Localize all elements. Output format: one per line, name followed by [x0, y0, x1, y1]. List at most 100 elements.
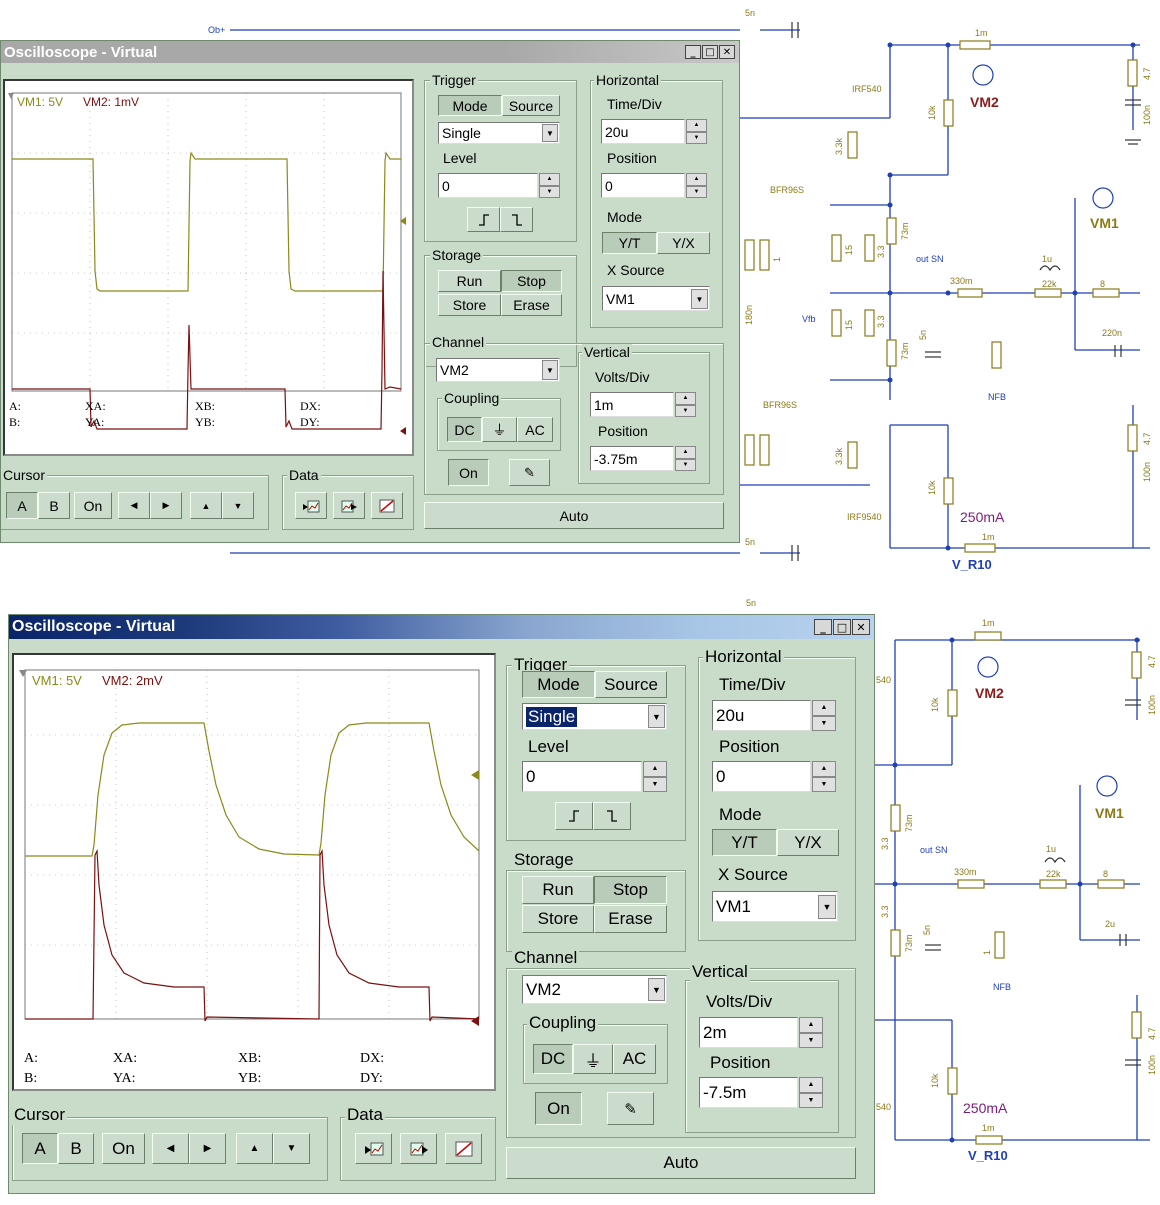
timediv-input[interactable]: 20u: [712, 700, 811, 731]
mode-yx-button[interactable]: Y/X: [777, 829, 839, 856]
trigger-level-input[interactable]: 0: [438, 173, 538, 198]
trigger-source-tab[interactable]: Source: [502, 95, 560, 116]
trigger-rising-edge-button[interactable]: [555, 802, 593, 830]
cursor-left-button[interactable]: ◀: [118, 492, 150, 519]
xsource-select[interactable]: VM1: [712, 891, 838, 922]
close-button[interactable]: ✕: [719, 45, 735, 59]
maximize-button[interactable]: □: [702, 45, 718, 59]
cursor-right-button[interactable]: ▶: [189, 1133, 226, 1164]
timediv-stepper[interactable]: ▲▼: [812, 700, 836, 731]
label-cap-top: 5n: [745, 8, 755, 18]
cursor-a-button[interactable]: A: [6, 492, 38, 519]
storage-stop-button[interactable]: Stop: [594, 876, 667, 904]
horizontal-position-stepper[interactable]: ▲▼: [812, 761, 836, 792]
coupling-ac-button[interactable]: AC: [613, 1044, 656, 1074]
trigger-mode-select[interactable]: Single: [438, 122, 560, 144]
channel-color-button[interactable]: ✎: [509, 459, 550, 486]
maximize-button[interactable]: □: [833, 619, 851, 635]
storage-store-button[interactable]: Store: [522, 905, 594, 933]
auto-button[interactable]: Auto: [506, 1147, 856, 1179]
trigger-rising-edge-button[interactable]: [467, 207, 500, 232]
coupling-dc-button[interactable]: DC: [447, 417, 482, 442]
vertical-position-stepper[interactable]: ▲▼: [799, 1077, 823, 1108]
coupling-ground-button[interactable]: ⏚: [573, 1044, 613, 1074]
storage-store-button[interactable]: Store: [438, 294, 501, 316]
label-73m-3: 73m: [904, 934, 914, 952]
trigger-mode-tab[interactable]: Mode: [438, 95, 502, 116]
channel-color-button[interactable]: ✎: [607, 1092, 654, 1125]
scope-screen[interactable]: VM1: 5V VM2: 1mV A: B: XA: YA: XB: YB: D…: [3, 79, 414, 456]
label-22k: 22k: [1042, 279, 1057, 289]
chevron-down-icon[interactable]: ▼: [691, 289, 708, 309]
channel-select[interactable]: VM2: [522, 975, 667, 1004]
chevron-down-icon[interactable]: ▼: [818, 895, 836, 919]
storage-stop-button[interactable]: Stop: [501, 270, 562, 292]
vertical-position-stepper[interactable]: ▲▼: [675, 446, 696, 471]
window-title-bar[interactable]: Oscilloscope - Virtual _ □ ✕: [1, 41, 739, 63]
storage-run-button[interactable]: Run: [438, 270, 501, 292]
cursor-b-button[interactable]: B: [58, 1133, 94, 1164]
horizontal-position-input[interactable]: 0: [712, 761, 811, 792]
label-100n-4: 100n: [1142, 462, 1152, 482]
auto-button[interactable]: Auto: [424, 502, 724, 529]
minimize-button[interactable]: _: [685, 45, 701, 59]
chevron-down-icon[interactable]: ▼: [542, 124, 558, 142]
data-import-button[interactable]: [295, 492, 327, 519]
chevron-down-icon[interactable]: ▼: [648, 705, 665, 728]
coupling-dc-button[interactable]: DC: [533, 1044, 573, 1074]
voltsdiv-input[interactable]: 1m: [590, 392, 674, 417]
trigger-falling-edge-button[interactable]: [500, 207, 533, 232]
cursor-down-button[interactable]: ▼: [273, 1133, 310, 1164]
label-10k-3: 10k: [930, 1073, 940, 1088]
trigger-level-stepper[interactable]: ▲▼: [643, 761, 667, 792]
window-title-bar[interactable]: Oscilloscope - Virtual _ □ ✕: [9, 615, 874, 639]
trigger-falling-edge-button[interactable]: [593, 802, 631, 830]
data-export-button[interactable]: [400, 1133, 437, 1164]
storage-erase-button[interactable]: Erase: [501, 294, 562, 316]
timediv-stepper[interactable]: ▲▼: [686, 119, 707, 144]
cursor-a-button[interactable]: A: [22, 1133, 58, 1164]
coupling-ground-button[interactable]: ⏚: [482, 417, 517, 442]
trigger-mode-select[interactable]: Single: [522, 703, 667, 730]
cursor-on-button[interactable]: On: [102, 1133, 145, 1164]
horizontal-position-stepper[interactable]: ▲▼: [686, 173, 707, 198]
arrow-right-icon: ▶: [162, 500, 170, 510]
trigger-mode-tab[interactable]: Mode: [522, 671, 595, 698]
storage-run-button[interactable]: Run: [522, 876, 594, 904]
voltsdiv-input[interactable]: 2m: [699, 1017, 798, 1048]
cursor-b-button[interactable]: B: [38, 492, 70, 519]
data-export-button[interactable]: [333, 492, 365, 519]
trigger-source-tab[interactable]: Source: [595, 671, 667, 698]
mode-yt-button[interactable]: Y/T: [712, 829, 777, 856]
voltsdiv-stepper[interactable]: ▲▼: [799, 1017, 823, 1048]
label-10k-2: 10k: [930, 697, 940, 712]
horizontal-position-input[interactable]: 0: [601, 173, 685, 198]
trigger-level-input[interactable]: 0: [522, 761, 642, 792]
cursor-up-button[interactable]: ▲: [190, 492, 222, 519]
coupling-ac-button[interactable]: AC: [517, 417, 553, 442]
data-clear-button[interactable]: [371, 492, 403, 519]
cursor-on-button[interactable]: On: [74, 492, 112, 519]
timediv-input[interactable]: 20u: [601, 119, 685, 144]
chevron-down-icon[interactable]: ▼: [648, 978, 665, 1001]
chevron-down-icon[interactable]: ▼: [542, 360, 558, 380]
mode-yt-button[interactable]: Y/T: [602, 232, 657, 254]
voltsdiv-stepper[interactable]: ▲▼: [675, 392, 696, 417]
vertical-position-input[interactable]: -3.75m: [590, 446, 674, 471]
data-clear-button[interactable]: [445, 1133, 482, 1164]
vertical-position-input[interactable]: -7.5m: [699, 1077, 798, 1108]
cursor-up-button[interactable]: ▲: [236, 1133, 273, 1164]
storage-erase-button[interactable]: Erase: [594, 905, 667, 933]
minimize-button[interactable]: _: [814, 619, 832, 635]
mode-yx-button[interactable]: Y/X: [657, 232, 710, 254]
channel-on-button[interactable]: On: [535, 1092, 582, 1125]
cursor-left-button[interactable]: ◀: [152, 1133, 189, 1164]
cursor-down-button[interactable]: ▼: [222, 492, 254, 519]
data-import-button[interactable]: [355, 1133, 392, 1164]
scope-screen[interactable]: VM1: 5V VM2: 2mV A: B: XA: YA: XB: YB: D…: [12, 653, 496, 1091]
cursor-right-button[interactable]: ▶: [150, 492, 182, 519]
close-button[interactable]: ✕: [852, 619, 870, 635]
trigger-level-stepper[interactable]: ▲▼: [539, 173, 560, 198]
channel-on-button[interactable]: On: [448, 459, 489, 486]
channel-select[interactable]: VM2: [436, 358, 560, 382]
